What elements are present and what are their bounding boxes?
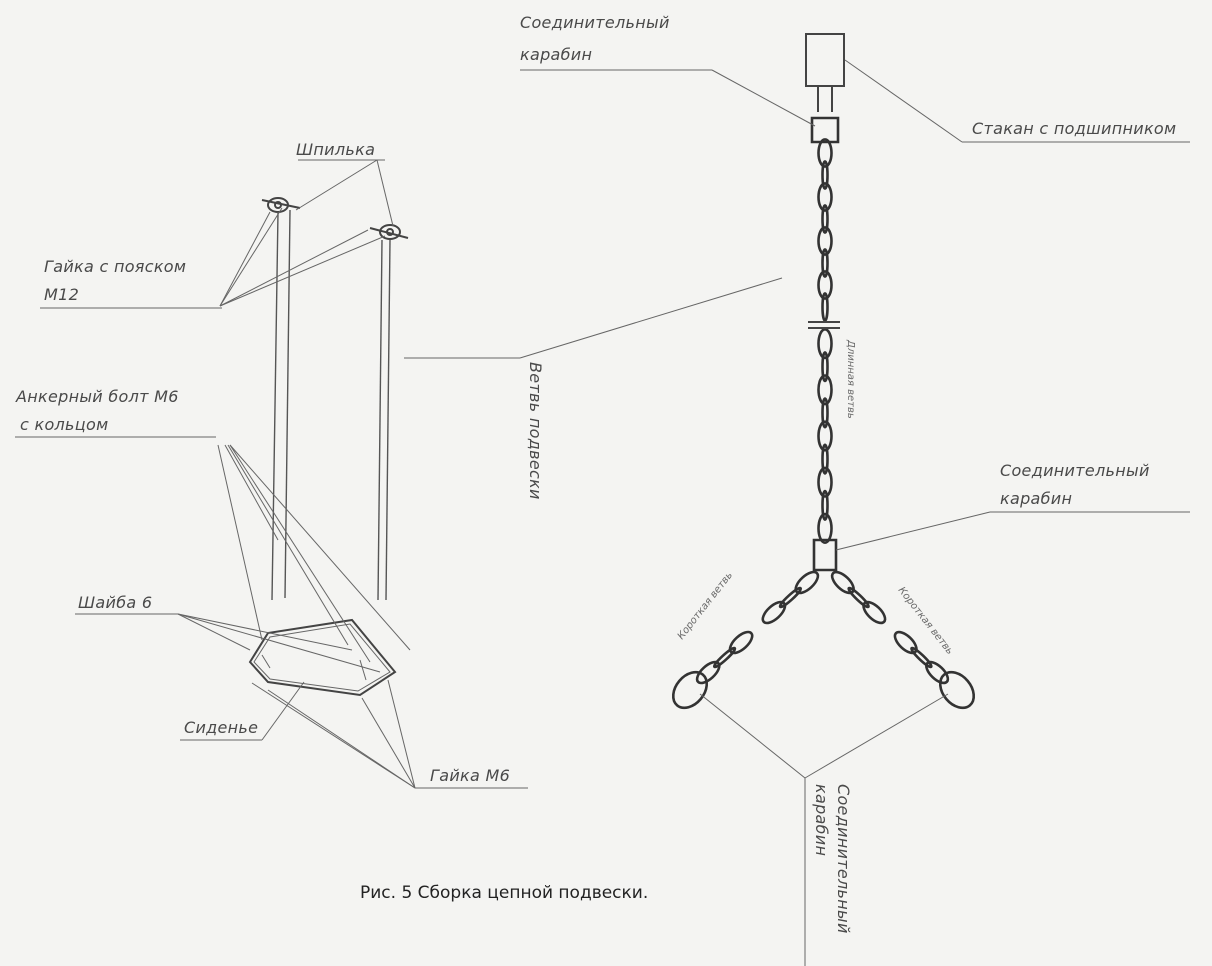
chain-link [821, 160, 829, 190]
anchor-arrows [217, 444, 411, 663]
chain-link [778, 586, 803, 609]
chain-link [728, 630, 754, 655]
label-anchor-bolt-2: с кольцом [20, 415, 108, 434]
left-end-ring [671, 670, 709, 710]
top-carabiner-shape [810, 116, 840, 144]
figure-caption: Рис. 5 Сборка цепной подвески. [360, 883, 648, 903]
label-pin: Шпилька [296, 140, 375, 159]
chain-link [893, 630, 918, 655]
chain-link [817, 138, 833, 168]
chain-link [817, 226, 833, 256]
cup-bearing-body [805, 33, 845, 87]
label-carabiner-bottom-1: Соединительный [834, 784, 853, 934]
chain-link [862, 600, 887, 625]
chain-link [695, 660, 721, 685]
label-anchor-bolt-1: Анкерный болт М6 [15, 387, 179, 406]
label-nut-collar-2: М12 [44, 285, 79, 304]
chain-link [925, 660, 950, 685]
seat-shape [248, 618, 397, 697]
chain-link [821, 204, 829, 234]
suspension-ropes [271, 209, 391, 601]
label-suspension-branch: Ветвь подвески [526, 362, 545, 500]
chain-link [830, 570, 855, 595]
chain-link [817, 270, 833, 300]
chain-link [817, 328, 833, 360]
chain-link [910, 646, 933, 669]
right-chain [830, 570, 950, 685]
label-seat: Сиденье [184, 718, 258, 737]
label-nut-m6: Гайка М6 [430, 766, 510, 785]
chain-link [761, 600, 787, 625]
chain-link [821, 292, 829, 322]
chain-link [821, 443, 829, 475]
label-cup-bearing: Стакан с подшипником [972, 119, 1176, 138]
label-carabiner-top-2: карабин [520, 45, 592, 64]
chain-link [712, 646, 737, 669]
label-washer: Шайба 6 [78, 593, 152, 612]
label-nut-collar-1: Гайка с пояском [44, 257, 186, 276]
label-carabiner-top-1: Соединительный [520, 13, 670, 32]
chain-link [817, 512, 833, 545]
main-chain [817, 138, 833, 545]
chain-link [821, 489, 829, 521]
label-carabiner-bottom-2: карабин [812, 784, 831, 856]
chain-link [821, 397, 829, 429]
chain-link [817, 466, 833, 498]
label-chain-branch-right: Короткая ветвь [896, 585, 956, 657]
right-top-pin [369, 224, 409, 240]
chain-link [794, 570, 820, 595]
label-carabiner-mid-1: Соединительный [1000, 461, 1150, 480]
right-end-ring [938, 670, 976, 710]
chain-link [847, 586, 870, 609]
label-chain-branch-left: Короткая ветвь [676, 570, 736, 642]
chain-link [817, 420, 833, 452]
leader-lines-left [15, 159, 783, 789]
chain-link [821, 351, 829, 383]
swing-assembly: Шпилька Гайка с пояском М12 Анкерный бол… [15, 140, 783, 789]
leader-lines-right [520, 59, 1190, 966]
label-chain-branch-main: Длинная ветвь [845, 339, 856, 419]
left-chain [695, 570, 820, 685]
chain-link [817, 374, 833, 406]
chain-assembly: Соединительный карабин Стакан с подшипни… [520, 13, 1190, 966]
chain-link [817, 182, 833, 212]
label-carabiner-mid-2: карабин [1000, 489, 1072, 508]
chain-link [821, 248, 829, 278]
mid-carabiner-shape [812, 538, 838, 572]
